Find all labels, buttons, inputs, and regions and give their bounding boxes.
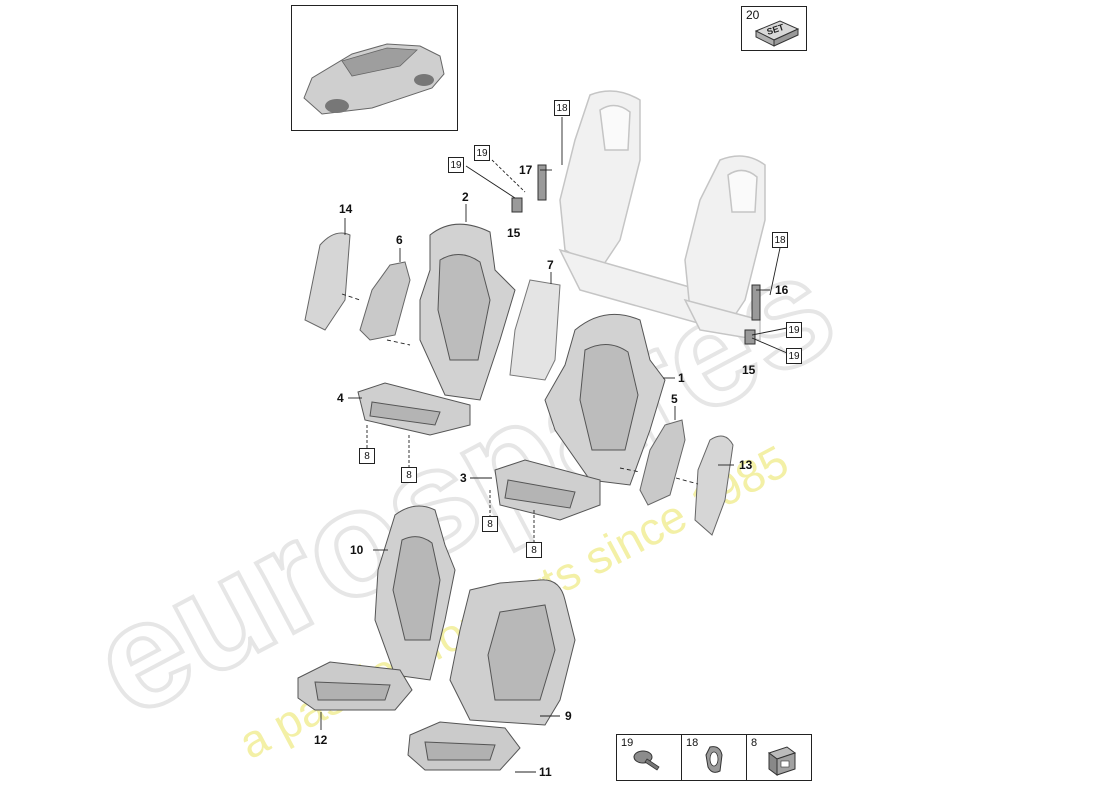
part-backrest-2 <box>419 223 516 401</box>
bracket-icon <box>767 746 797 776</box>
part-lumbar-7 <box>509 279 561 381</box>
callout-6: 6 <box>396 233 403 247</box>
callout-10: 10 <box>350 543 364 557</box>
callout-4: 4 <box>337 391 344 405</box>
fastener-legend: 19 18 8 <box>616 734 812 781</box>
clip-icon <box>705 746 723 773</box>
callout-11: 11 <box>539 765 552 779</box>
part-cushion-4 <box>357 382 471 436</box>
part-side-trim-5 <box>639 419 686 506</box>
callout-3: 3 <box>460 471 467 485</box>
boxed-callout-19-a: 19 <box>474 145 490 161</box>
part-seat-cover-10 <box>374 505 456 681</box>
legend-number: 19 <box>621 737 634 749</box>
boxed-callout-8-b: 8 <box>401 467 417 483</box>
legend-number: 18 <box>686 737 699 749</box>
legend-cell-19: 19 <box>617 735 682 780</box>
boxed-callout-19-d: 19 <box>786 348 802 364</box>
part-seat-cover-9 <box>449 579 576 726</box>
callout-15-upper: 15 <box>507 226 521 240</box>
callout-14: 14 <box>339 202 353 216</box>
hinge-hardware-lower <box>744 284 761 345</box>
callout-13: 13 <box>739 458 753 472</box>
callout-2: 2 <box>462 190 469 204</box>
callout-1: 1 <box>678 371 685 385</box>
boxed-callout-18-lower: 18 <box>772 232 788 248</box>
legend-cell-8: 8 <box>747 735 811 780</box>
boxed-callout-19-b: 19 <box>448 157 464 173</box>
part-cushion-11 <box>407 721 521 771</box>
part-side-cover-13 <box>694 435 734 536</box>
boxed-callout-18-upper: 18 <box>554 100 570 116</box>
callout-5: 5 <box>671 392 678 406</box>
callout-9: 9 <box>565 709 572 723</box>
boxed-callout-19-c: 19 <box>786 322 802 338</box>
leader-lines <box>320 117 788 773</box>
seat-frame-left <box>558 90 706 327</box>
callout-17: 17 <box>519 163 533 177</box>
set-box: 20 SET <box>741 6 807 51</box>
part-backrest-1 <box>544 313 666 486</box>
set-box-number: 20 <box>746 8 760 22</box>
hinge-hardware-upper <box>511 164 547 213</box>
car-icon <box>303 43 445 115</box>
screw-icon <box>633 750 660 771</box>
legend-number: 8 <box>751 737 758 749</box>
boxed-callout-8-d: 8 <box>526 542 542 558</box>
callout-12: 12 <box>314 733 328 747</box>
callout-7: 7 <box>547 258 554 272</box>
boxed-callout-8-a: 8 <box>359 448 375 464</box>
vehicle-thumbnail <box>291 5 458 131</box>
callout-15-lower: 15 <box>742 363 756 377</box>
part-side-trim-6 <box>359 261 411 341</box>
part-side-cover-14 <box>304 232 351 331</box>
part-cushion-12 <box>297 661 413 711</box>
callout-16: 16 <box>775 283 789 297</box>
part-cushion-3 <box>494 459 601 521</box>
legend-cell-18: 18 <box>682 735 747 780</box>
boxed-callout-8-c: 8 <box>482 516 498 532</box>
set-package-icon: SET <box>754 20 800 47</box>
seat-frame-right <box>683 155 766 341</box>
